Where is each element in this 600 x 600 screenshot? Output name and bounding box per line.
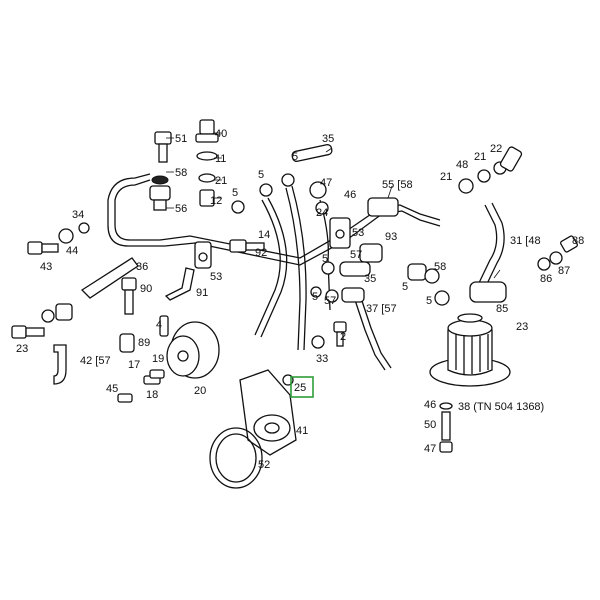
- label-92: 92: [255, 247, 267, 259]
- label-20: 20: [194, 385, 206, 397]
- label-37: 37 [57: [366, 303, 397, 315]
- leader-lines: [166, 132, 501, 279]
- label-56: 56: [175, 203, 187, 215]
- label-90: 90: [140, 283, 152, 295]
- label-21: 21: [215, 175, 227, 187]
- label-2: 2: [340, 331, 346, 343]
- label-23: 23: [516, 321, 528, 333]
- label-45: 45: [106, 383, 118, 395]
- label-19: 19: [152, 353, 164, 365]
- label-46: 46: [344, 189, 356, 201]
- label-53: 53: [352, 227, 364, 239]
- washers-upper: [231, 144, 333, 215]
- highlight-box-25: [290, 376, 314, 398]
- label-46: 46: [424, 399, 436, 411]
- label-4: 4: [156, 319, 162, 331]
- label-44: 44: [66, 245, 78, 257]
- label-21: 21: [474, 151, 486, 163]
- bolt-90: [121, 277, 137, 315]
- label-5: 5: [292, 151, 298, 163]
- label-25: 25: [294, 382, 306, 394]
- label-86: 86: [540, 273, 552, 285]
- fittings-33-2: [311, 321, 347, 349]
- label-51: 51: [175, 133, 187, 145]
- label-93: 93: [385, 231, 397, 243]
- label-89: 89: [138, 337, 150, 349]
- bolt-stack-50: [439, 402, 453, 453]
- sleeve-89: [119, 315, 169, 353]
- label-55: 55 [58: [382, 179, 413, 191]
- clamp-53-right: [329, 217, 351, 249]
- label-38: 38 (TN 504 1368): [458, 401, 544, 413]
- label-18: 18: [146, 389, 158, 401]
- bolt-43-group: [27, 222, 90, 255]
- filter-38: [429, 313, 511, 387]
- part-93: [359, 243, 383, 263]
- label-40: 40: [215, 128, 227, 140]
- fittings-58-right: [407, 263, 450, 306]
- bolt-23-left: [11, 325, 45, 339]
- fitting-stack-40: [195, 119, 219, 207]
- label-47: 47: [320, 177, 332, 189]
- elbow-42: [41, 303, 73, 385]
- label-36: 36: [136, 261, 148, 273]
- label-85: 85: [496, 303, 508, 315]
- bolt-92: [229, 239, 265, 253]
- bolts-86-88: [537, 235, 578, 271]
- bracket-91: [164, 267, 195, 301]
- label-5: 5: [322, 253, 328, 265]
- label-48: 48: [456, 159, 468, 171]
- label-87: 87: [558, 265, 570, 277]
- clamp-53-left: [194, 241, 212, 269]
- label-21: 21: [440, 171, 452, 183]
- label-41: 41: [296, 425, 308, 437]
- label-5: 5: [232, 187, 238, 199]
- o-ring-52: [209, 427, 263, 489]
- part-labels: 51 40 58 11 21 56 12 35 5 5 5 47 46 24 5…: [16, 128, 584, 471]
- label-47: 47: [424, 443, 436, 455]
- label-17: 17: [128, 359, 140, 371]
- label-52: 52: [258, 459, 270, 471]
- bracket-41: [239, 369, 297, 456]
- label-58: 58: [175, 167, 187, 179]
- label-58: 58: [434, 261, 446, 273]
- label-33: 33: [316, 353, 328, 365]
- main-hydraulic-lines: [80, 173, 505, 371]
- label-31: 31 [48: [510, 235, 541, 247]
- label-57: 57: [350, 249, 362, 261]
- label-35: 35: [322, 133, 334, 145]
- label-34: 34: [72, 209, 84, 221]
- label-5: 5: [312, 291, 318, 303]
- label-24: 24: [316, 207, 328, 219]
- label-53: 53: [210, 271, 222, 283]
- label-23: 23: [16, 343, 28, 355]
- fittings-middle-right: [310, 261, 371, 303]
- small-fittings-17-19: [117, 369, 165, 403]
- label-5: 5: [258, 169, 264, 181]
- fitting-85: [469, 281, 507, 303]
- label-12: 12: [210, 195, 222, 207]
- housing-20: [166, 321, 220, 379]
- label-50: 50: [424, 419, 436, 431]
- banjo-bolt-51: [149, 131, 172, 211]
- label-5: 5: [426, 295, 432, 307]
- label-91: 91: [196, 287, 208, 299]
- label-43: 43: [40, 261, 52, 273]
- fittings-top-right: [458, 146, 523, 194]
- adapter-55: [367, 197, 399, 217]
- label-14: 14: [258, 229, 270, 241]
- label-88: 88: [572, 235, 584, 247]
- label-22: 22: [490, 143, 502, 155]
- label-5: 5: [402, 281, 408, 293]
- label-42: 42 [57: [80, 355, 111, 367]
- label-35: 35: [364, 273, 376, 285]
- label-11: 11: [215, 153, 226, 165]
- label-57: 57: [324, 295, 336, 307]
